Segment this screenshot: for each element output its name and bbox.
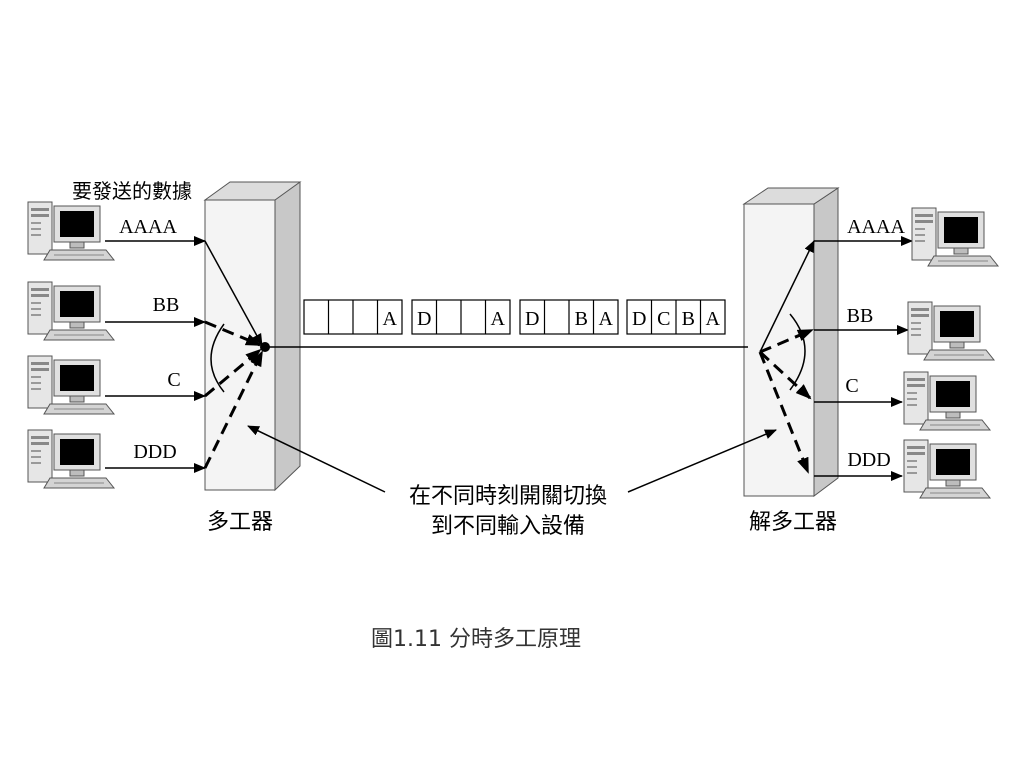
sender-computer-icon-3 — [27, 355, 115, 415]
receiver-label-aaaa: AAAA — [847, 216, 905, 238]
sender-computer-icon-2 — [27, 281, 115, 341]
sender-label-aaaa: AAAA — [119, 216, 177, 238]
figure-caption: 圖1.11 分時多工原理 — [371, 627, 581, 652]
frame-2-slot-1: D — [417, 308, 431, 330]
receiver-computer-icon-2 — [907, 301, 995, 361]
source-data-label: 要發送的數據 — [72, 179, 192, 203]
frame-4-slot-4: A — [706, 308, 721, 330]
receiver-label-bb: BB — [847, 305, 874, 327]
sender-computer-icon-4 — [27, 429, 115, 489]
demultiplexer-box — [742, 187, 840, 497]
sender-computer-icon-1 — [27, 201, 115, 261]
sender-label-bb: BB — [153, 294, 180, 316]
frame-1-slot-4: A — [383, 308, 398, 330]
frame-3-slot-3: B — [575, 308, 588, 330]
switch-note-line-2: 到不同輸入設備 — [431, 514, 585, 539]
sender-label-ddd: DDD — [133, 441, 176, 463]
receiver-label-c: C — [845, 375, 858, 397]
frame-4: D C B A — [626, 299, 726, 335]
frame-3-slot-1: D — [525, 308, 539, 330]
frame-2: D A — [411, 299, 511, 335]
frame-2-slot-4: A — [491, 308, 506, 330]
frame-4-slot-1: D — [632, 308, 646, 330]
frame-3: D B A — [519, 299, 619, 335]
frame-3-slot-4: A — [599, 308, 614, 330]
multiplexer-label: 多工器 — [207, 510, 273, 535]
sender-label-c: C — [167, 369, 180, 391]
frame-1: A — [303, 299, 403, 335]
receiver-computer-icon-4 — [903, 439, 991, 499]
switch-note-line-1: 在不同時刻開關切換 — [409, 484, 607, 509]
receiver-label-ddd: DDD — [847, 449, 890, 471]
frame-4-slot-2: C — [657, 308, 670, 330]
receiver-computer-icon-1 — [911, 207, 999, 267]
receiver-computer-icon-3 — [903, 371, 991, 431]
frame-4-slot-3: B — [682, 308, 695, 330]
demultiplexer-label: 解多工器 — [749, 510, 837, 535]
